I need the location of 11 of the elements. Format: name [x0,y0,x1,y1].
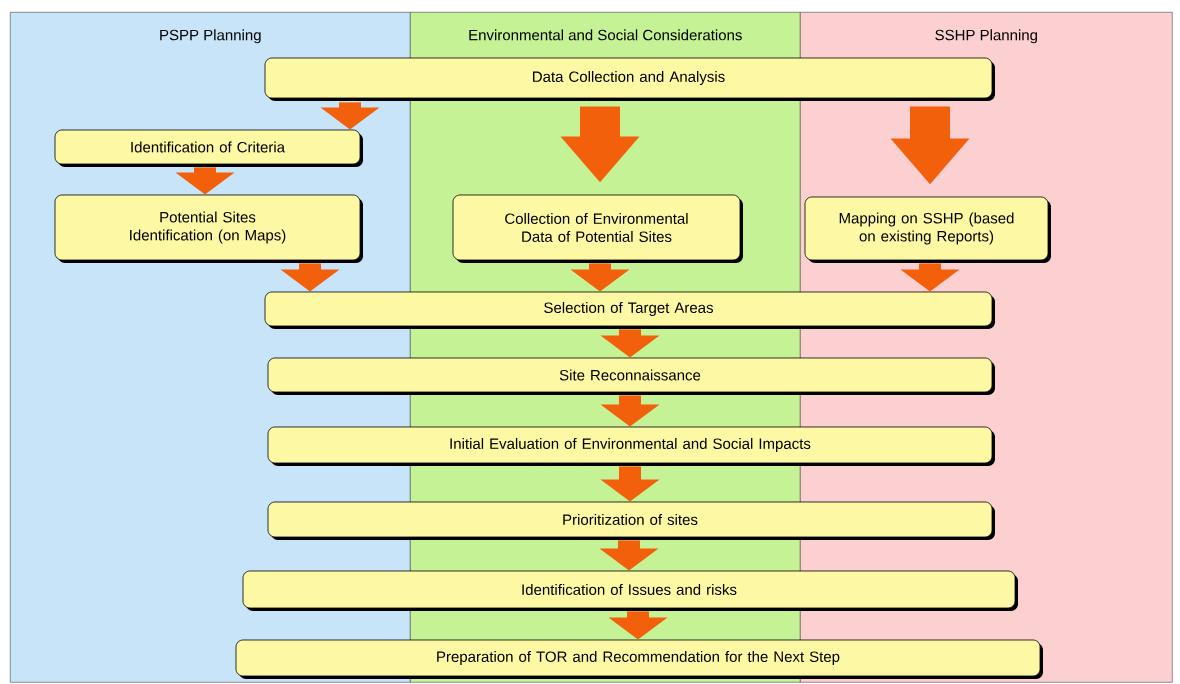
process-box: Collection of Environmental Data of Potential Sites [452,194,743,263]
process-box: Potential Sites Identification (on Maps) [54,194,363,263]
process-box: Data Collection and Analysis [264,57,995,101]
process-box: Site Reconnaissance [267,357,995,395]
process-box: Identification of Issues and risks [242,570,1018,611]
process-box: Preparation of TOR and Recommendation for the Next Step [235,639,1043,679]
process-box: Mapping on SSHP (based on existing Reports) [804,196,1051,263]
process-box: Selection of Target Areas [264,291,995,329]
process-box: Prioritization of sites [267,501,995,540]
process-box: Identification of Criteria [54,129,363,167]
process-box: Initial Evaluation of Environmental and Social Impacts [267,426,995,466]
